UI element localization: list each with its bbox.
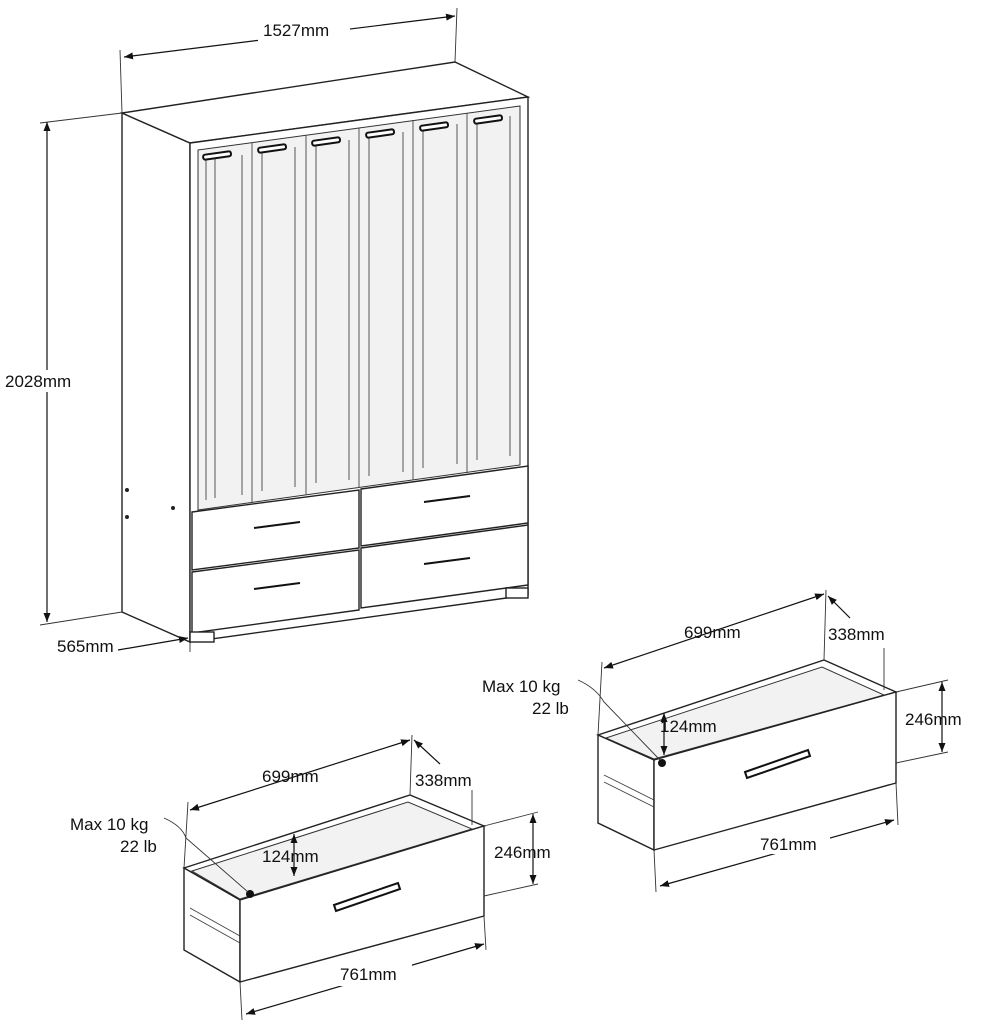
- wardrobe-foot: [189, 631, 215, 643]
- hanging-rails: [202, 114, 504, 161]
- wardrobe-width-label: 1527mm: [263, 21, 329, 40]
- drawer-right-inner-width-label: 699mm: [684, 623, 741, 642]
- wardrobe-foot: [505, 587, 529, 599]
- drawer-right-inner-height-label: 124mm: [660, 717, 717, 736]
- wardrobe: [119, 61, 531, 644]
- drawer-right-max-load-lb-label: 22 lb: [532, 699, 569, 718]
- wardrobe-sections: [205, 113, 511, 502]
- wardrobe-depth-dimension: 565mm: [57, 636, 191, 656]
- drawer-right-front-height-label: 246mm: [905, 710, 962, 729]
- wardrobe-height-label: 2028mm: [5, 372, 71, 391]
- drawer-left-dimensions: 699mm 338mm 124mm 246mm 761mm Max 10 kg …: [70, 734, 551, 1020]
- drawer-left-inner-height-label: 124mm: [262, 847, 319, 866]
- drawer-left-front-height-label: 246mm: [494, 843, 551, 862]
- drawer-left-max-load-lb-label: 22 lb: [120, 837, 157, 856]
- drawer-left-inner-width-label: 699mm: [262, 767, 319, 786]
- wardrobe-width-dimension: 1527mm: [119, 7, 458, 114]
- wardrobe-drawers: [191, 465, 529, 634]
- drawer-right-dimensions: 699mm 338mm 124mm 246mm 761mm Max 10 kg …: [482, 589, 962, 893]
- drawer-right-front-width-label: 761mm: [760, 835, 817, 854]
- drawer-left-front-width-label: 761mm: [340, 965, 397, 984]
- drawer-left-max-load-label: Max 10 kg: [70, 815, 148, 834]
- drawer-right: [596, 659, 899, 852]
- drawer-left: [182, 794, 487, 984]
- wardrobe-side-panel: [121, 111, 191, 644]
- drawer-handle: [332, 881, 402, 913]
- drawer-right-inner-depth-label: 338mm: [828, 625, 885, 644]
- drawer-handle: [743, 748, 812, 780]
- drawer-left-inner-depth-label: 338mm: [415, 771, 472, 790]
- load-point-marker: [658, 759, 666, 767]
- drawer-right-max-load-label: Max 10 kg: [482, 677, 560, 696]
- wardrobe-height-dimension: 2028mm: [4, 112, 123, 626]
- wardrobe-depth-label: 565mm: [57, 637, 114, 656]
